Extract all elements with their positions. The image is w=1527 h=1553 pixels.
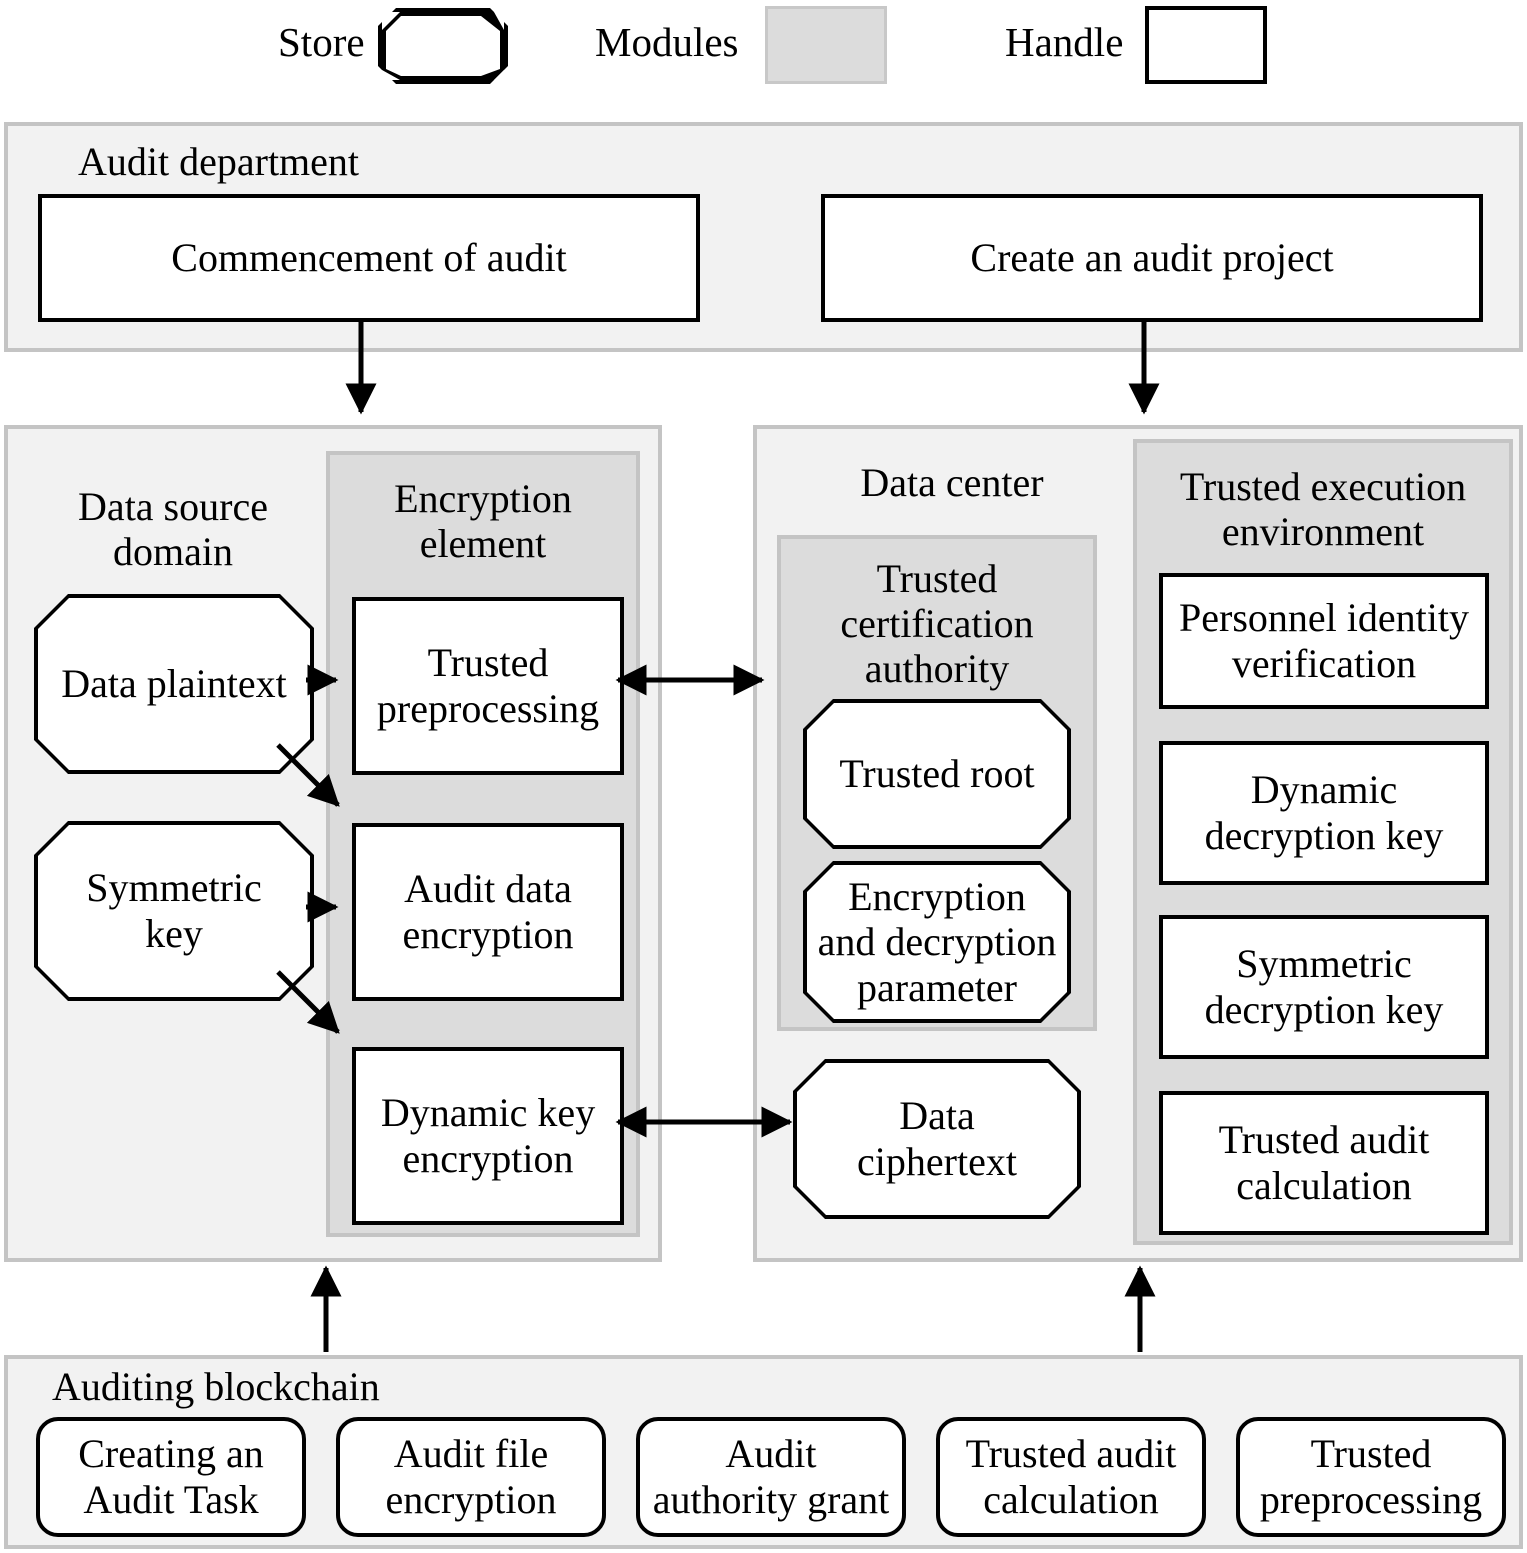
data-source-domain-panel: Data source domain Data plaintext Symmet…: [4, 425, 662, 1262]
module-shape-icon: [765, 6, 887, 84]
data-ciphertext-store[interactable]: Data ciphertext: [793, 1059, 1081, 1219]
personnel-identity-verification-handle[interactable]: Personnel identity verification: [1159, 573, 1489, 709]
data-plaintext-store[interactable]: Data plaintext: [34, 594, 314, 774]
symmetric-key-store[interactable]: Symmetric key: [34, 821, 314, 1001]
encryption-and-decryption-parameter-store[interactable]: Encryption and decryption parameter: [803, 861, 1071, 1023]
trusted-root-store[interactable]: Trusted root: [803, 699, 1071, 849]
commencement-of-audit-box[interactable]: Commencement of audit: [38, 194, 700, 322]
data-center-panel: Data center Trusted certification author…: [753, 425, 1523, 1262]
trusted-execution-environment-title: Trusted execution environment: [1179, 464, 1467, 554]
audit-department-title: Audit department: [78, 139, 360, 184]
dynamic-decryption-key-handle[interactable]: Dynamic decryption key: [1159, 741, 1489, 885]
create-an-audit-project-box[interactable]: Create an audit project: [821, 194, 1483, 322]
dynamic-key-encryption-handle[interactable]: Dynamic key encryption: [352, 1047, 624, 1225]
auditing-blockchain-title: Auditing blockchain: [52, 1364, 380, 1409]
trusted-root-label: Trusted root: [807, 703, 1067, 845]
trusted-certification-authority-title: Trusted certification authority: [840, 556, 1034, 691]
blockchain-node-creating-an-audit-task[interactable]: Creating an Audit Task: [36, 1417, 306, 1537]
symmetric-decryption-key-handle[interactable]: Symmetric decryption key: [1159, 915, 1489, 1059]
data-center-title: Data center: [860, 460, 1044, 505]
legend: Store Modules Handle: [0, 0, 1527, 105]
trusted-execution-environment-module: Trusted execution environment Personnel …: [1133, 439, 1513, 1245]
data-ciphertext-label: Data ciphertext: [797, 1063, 1077, 1215]
encryption-element-module: Encryption element Trusted preprocessing…: [326, 451, 640, 1237]
blockchain-node-audit-file-encryption[interactable]: Audit file encryption: [336, 1417, 606, 1537]
store-shape-icon: [378, 8, 508, 84]
data-plaintext-label: Data plaintext: [38, 598, 310, 770]
blockchain-node-audit-authority-grant[interactable]: Audit authority grant: [636, 1417, 906, 1537]
blockchain-node-trusted-preprocessing[interactable]: Trusted preprocessing: [1236, 1417, 1506, 1537]
audit-department-panel: Audit department Commencement of audit C…: [4, 122, 1523, 352]
symmetric-key-label: Symmetric key: [38, 825, 310, 997]
legend-label-handle: Handle: [1005, 19, 1124, 65]
trusted-certification-authority-module: Trusted certification authority Trusted …: [777, 535, 1097, 1031]
handle-shape-icon: [1145, 6, 1267, 84]
data-source-domain-title: Data source domain: [78, 484, 268, 574]
trusted-preprocessing-handle[interactable]: Trusted preprocessing: [352, 597, 624, 775]
blockchain-node-trusted-audit-calculation[interactable]: Trusted audit calculation: [936, 1417, 1206, 1537]
encryption-and-decryption-parameter-label: Encryption and decryption parameter: [807, 865, 1067, 1019]
legend-label-store: Store: [278, 19, 365, 65]
auditing-blockchain-panel: Auditing blockchain Creating an Audit Ta…: [4, 1355, 1523, 1549]
audit-data-encryption-handle[interactable]: Audit data encryption: [352, 823, 624, 1001]
encryption-element-title: Encryption element: [394, 476, 572, 566]
legend-label-modules: Modules: [595, 19, 739, 65]
trusted-audit-calculation-handle[interactable]: Trusted audit calculation: [1159, 1091, 1489, 1235]
